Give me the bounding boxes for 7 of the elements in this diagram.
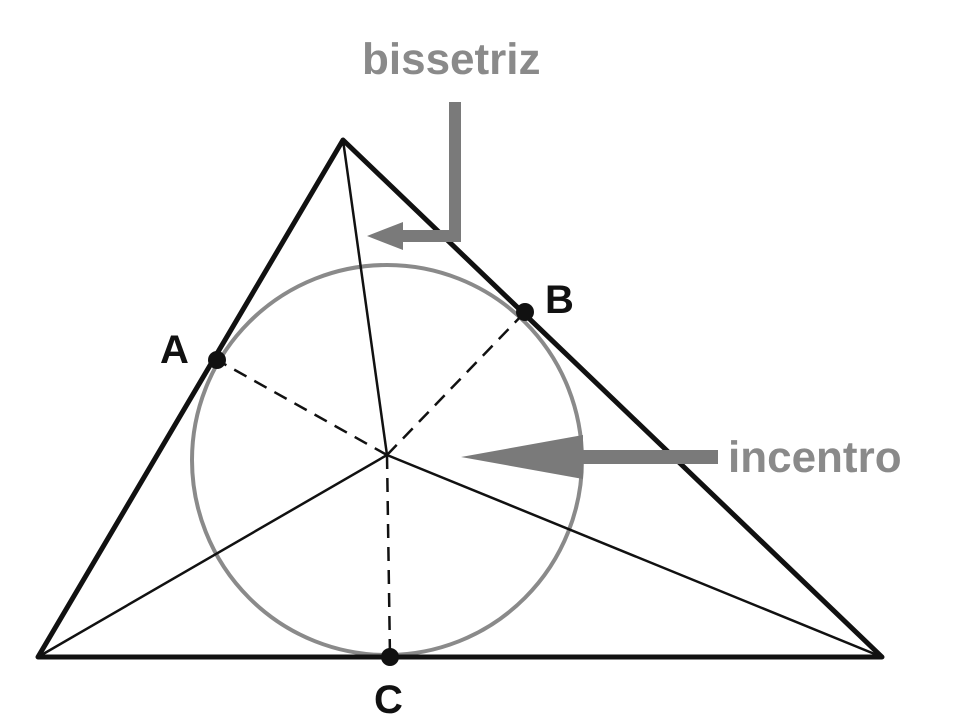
point-label: C bbox=[374, 680, 403, 720]
leader-arrow bbox=[461, 435, 718, 479]
callout-label: incentro bbox=[728, 436, 902, 480]
point-label: B bbox=[545, 280, 574, 320]
callout-label: bissetriz bbox=[362, 38, 541, 82]
point-label: A bbox=[160, 330, 189, 370]
leader-arrow bbox=[367, 102, 461, 250]
